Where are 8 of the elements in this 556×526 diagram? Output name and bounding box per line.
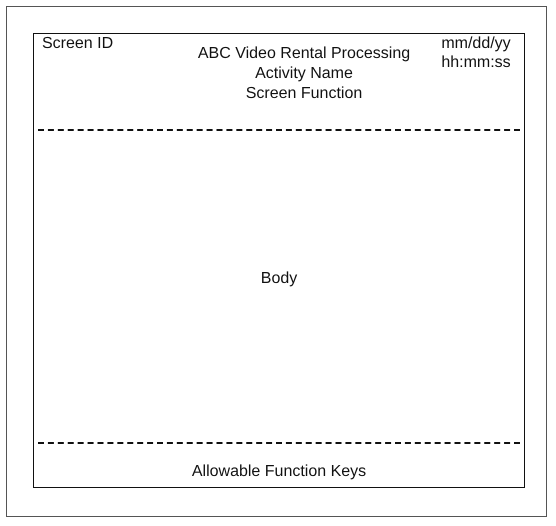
- activity-name-text: Activity Name: [254, 64, 354, 83]
- title-text: ABC Video Rental Processing: [196, 44, 412, 63]
- date-time-text: mm/dd/yy hh:mm:ss: [440, 34, 512, 72]
- screen-function-text: Screen Function: [244, 84, 364, 103]
- body-text: Body: [260, 269, 298, 288]
- function-keys-text: Allowable Function Keys: [190, 462, 368, 481]
- screen-id-label: Screen ID: [42, 34, 114, 53]
- screen-layout-box: [33, 33, 525, 488]
